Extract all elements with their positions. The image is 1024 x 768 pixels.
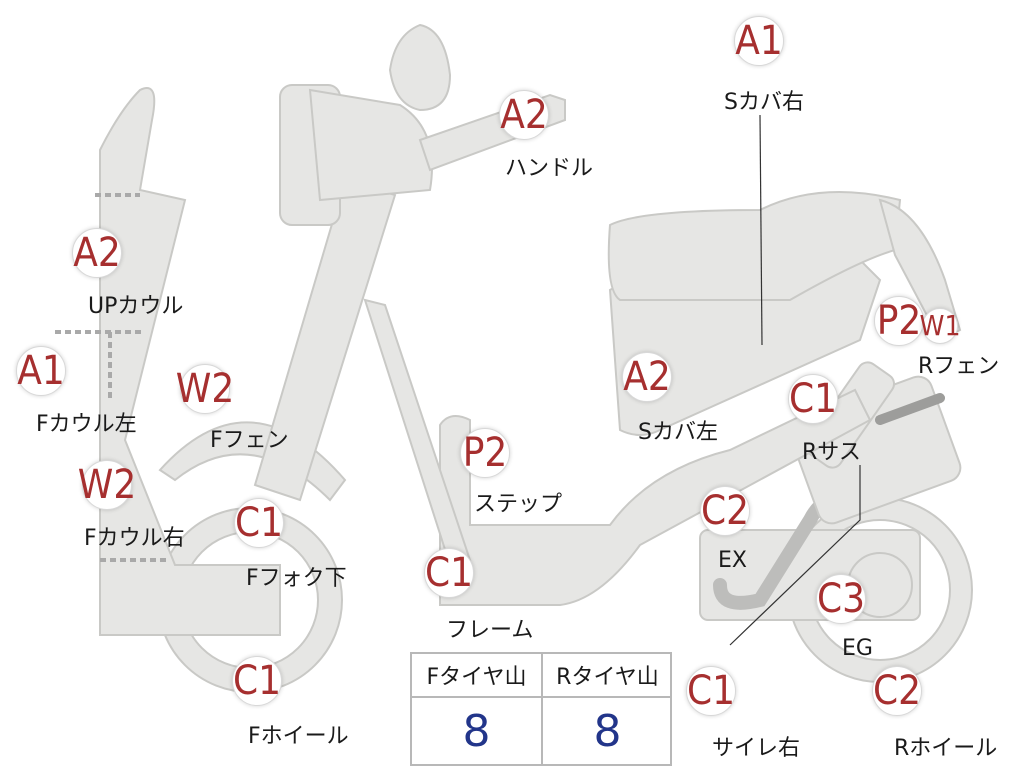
marker-r-suspension[interactable]: C1 [788, 374, 838, 424]
marker-s-cover-right[interactable]: A1 [734, 16, 784, 66]
front-tyre-header: Fタイヤ山 [412, 654, 541, 698]
table-divider [541, 654, 543, 764]
label-r-wheel: Rホイール [894, 736, 998, 761]
marker-f-cowl-left[interactable]: A1 [16, 346, 66, 396]
marker-engine[interactable]: C3 [816, 574, 866, 624]
label-f-fork-lower: Fフォク下 [246, 566, 347, 591]
label-f-cowl-right: Fカウル右 [84, 526, 185, 551]
marker-f-cowl-right[interactable]: W2 [77, 460, 137, 510]
marker-up-cowl[interactable]: A2 [72, 228, 122, 278]
label-silencer-right: サイレ右 [712, 736, 801, 761]
label-frame: フレーム [446, 618, 534, 643]
marker-frame[interactable]: C1 [424, 548, 474, 598]
marker-f-wheel[interactable]: C1 [232, 656, 282, 706]
muffler-tip [875, 393, 945, 425]
label-f-wheel: Fホイール [248, 724, 349, 749]
label-s-cover-left: Sカバ左 [638, 420, 718, 445]
front-cowl [99, 87, 281, 636]
label-exhaust: EX [718, 548, 747, 573]
pointer-silencer [729, 465, 861, 646]
tyre-tread-table: Fタイヤ山 Rタイヤ山 8 8 [410, 652, 672, 766]
front-tyre-value: 8 [462, 705, 491, 757]
marker-silencer-right[interactable]: C1 [686, 666, 736, 716]
marker-exhaust[interactable]: C2 [700, 486, 750, 536]
label-r-suspension: Rサス [802, 440, 861, 465]
marker-r-fender-w1[interactable]: W1 [919, 308, 961, 344]
rear-tyre-value: 8 [593, 705, 622, 757]
seat [607, 191, 902, 301]
floor-frame [439, 388, 872, 606]
label-s-cover-right: Sカバ右 [724, 90, 804, 115]
label-f-cowl-left: Fカウル左 [36, 412, 137, 437]
label-f-fender: Fフェン [210, 428, 289, 453]
marker-r-fender-p2[interactable]: P2 [874, 296, 924, 346]
mirror [388, 23, 452, 112]
marker-handle[interactable]: A2 [499, 90, 549, 140]
marker-step[interactable]: P2 [460, 428, 510, 478]
label-engine: EG [842, 636, 873, 661]
label-r-fender: Rフェン [918, 354, 1000, 379]
marker-s-cover-left[interactable]: A2 [622, 352, 672, 402]
label-step: ステップ [474, 492, 563, 517]
marker-f-fender[interactable]: W2 [175, 364, 235, 414]
marker-f-fork-lower[interactable]: C1 [234, 498, 284, 548]
rear-tyre-header: Rタイヤ山 [543, 654, 672, 698]
pointer-s-cover-right [759, 114, 763, 346]
label-up-cowl: UPカウル [88, 294, 184, 319]
marker-r-wheel[interactable]: C2 [872, 666, 922, 716]
label-handle: ハンドル [505, 156, 594, 181]
